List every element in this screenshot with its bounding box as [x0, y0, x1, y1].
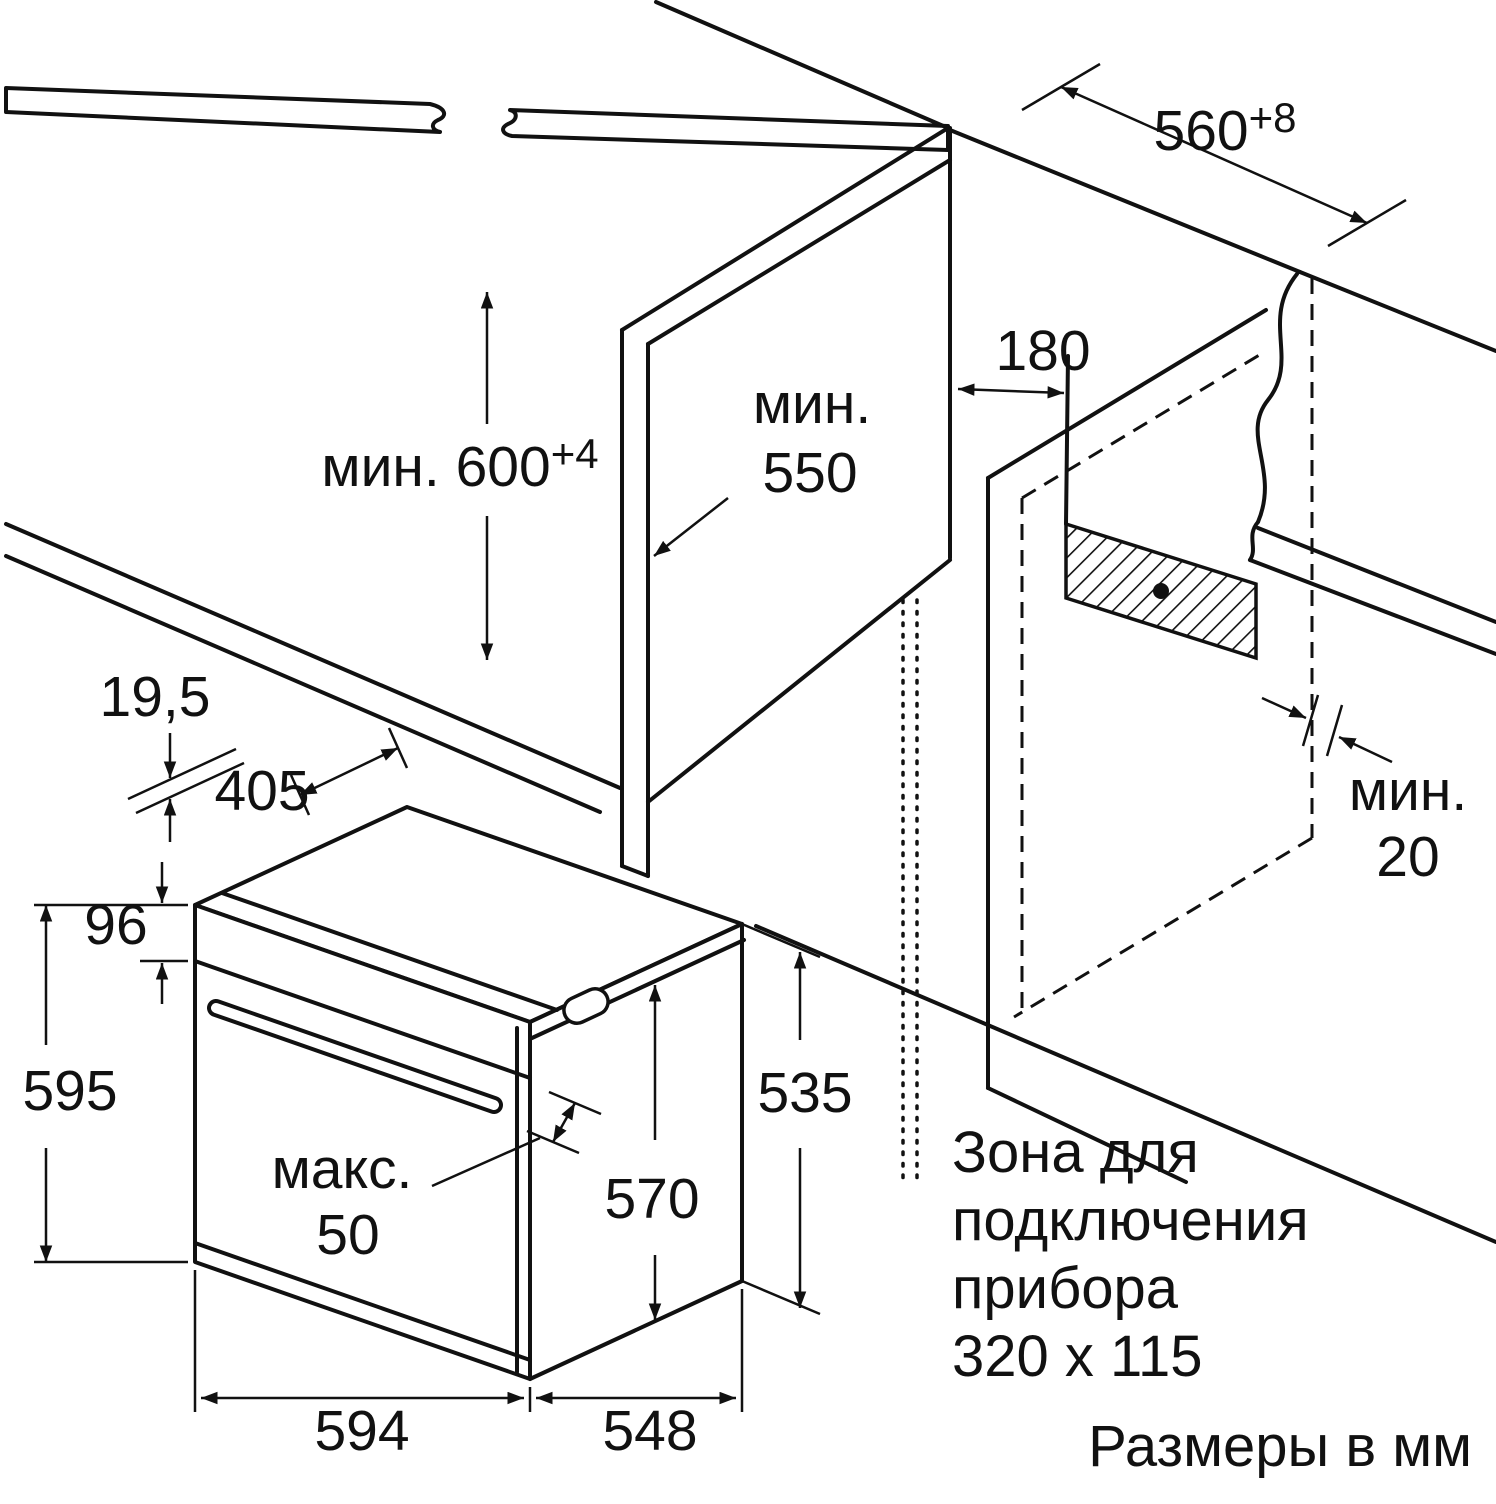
- dim-label-20-min: мин.: [1349, 759, 1467, 823]
- units-note: Размеры в мм: [1088, 1414, 1472, 1479]
- base-countertop-left: [4, 522, 622, 814]
- dimension-labels: 560+8 мин. 600+4 мин. 550 180 мин. 20 19…: [22, 94, 1467, 1463]
- dim-rear-gap: [1261, 694, 1393, 764]
- base-edge-right: [754, 924, 1496, 1244]
- dim-label-50: 50: [316, 1203, 379, 1267]
- zone-note-line1: Зона для: [952, 1120, 1199, 1185]
- wall-top-edges: [654, 0, 1496, 353]
- dim-label-560: 560+8: [1154, 94, 1297, 163]
- dim-rear-height: [741, 922, 821, 1316]
- right-wall: [986, 272, 1496, 1184]
- dim-label-405: 405: [214, 759, 309, 823]
- side-grip-slot: [562, 987, 610, 1025]
- tall-cabinet: [620, 126, 952, 878]
- dim-panel-height: [140, 862, 188, 1004]
- dim-top-depth: [289, 727, 409, 816]
- dim-label-548: 548: [602, 1399, 697, 1463]
- dim-label-19-5: 19,5: [100, 665, 211, 729]
- connection-point-dot: [1153, 583, 1169, 599]
- dim-label-50-max: макс.: [272, 1137, 413, 1201]
- upper-countertop: [4, 86, 950, 152]
- dim-niche-depth-leader: [653, 497, 729, 557]
- connection-zone: [1064, 354, 1258, 661]
- control-panel-edge: [193, 959, 532, 1080]
- dim-oven-width: [193, 1270, 532, 1412]
- dim-label-535: 535: [757, 1061, 852, 1125]
- dim-label-20: 20: [1376, 825, 1439, 889]
- zone-note-line2: подключения: [952, 1188, 1309, 1253]
- annotations: Зона для подключения прибора 320 x 115 Р…: [952, 1120, 1472, 1479]
- dim-label-594: 594: [314, 1399, 409, 1463]
- dim-label-570: 570: [604, 1167, 699, 1231]
- dim-oven-depth: [535, 1289, 744, 1412]
- dim-handle-protrusion: [431, 1090, 602, 1188]
- dim-label-600: мин. 600+4: [321, 430, 598, 499]
- zone-note-line4: 320 x 115: [952, 1324, 1202, 1389]
- dim-oven-height: [34, 903, 188, 1264]
- oven: [193, 805, 746, 1381]
- dim-conduit-offset: [957, 383, 1065, 399]
- hidden-contours: [1013, 278, 1314, 1019]
- dim-top-width: [1021, 62, 1407, 248]
- dim-overhang: [127, 733, 245, 842]
- dim-label-595: 595: [22, 1059, 117, 1123]
- zone-note-line3: прибора: [952, 1256, 1179, 1321]
- zone-projection-lines: [901, 598, 919, 1188]
- dim-label-180: 180: [995, 319, 1090, 383]
- dim-label-96: 96: [84, 893, 147, 957]
- torn-edge: [1255, 272, 1299, 524]
- dim-label-550: 550: [762, 441, 857, 505]
- dim-label-550-min: мин.: [753, 372, 871, 436]
